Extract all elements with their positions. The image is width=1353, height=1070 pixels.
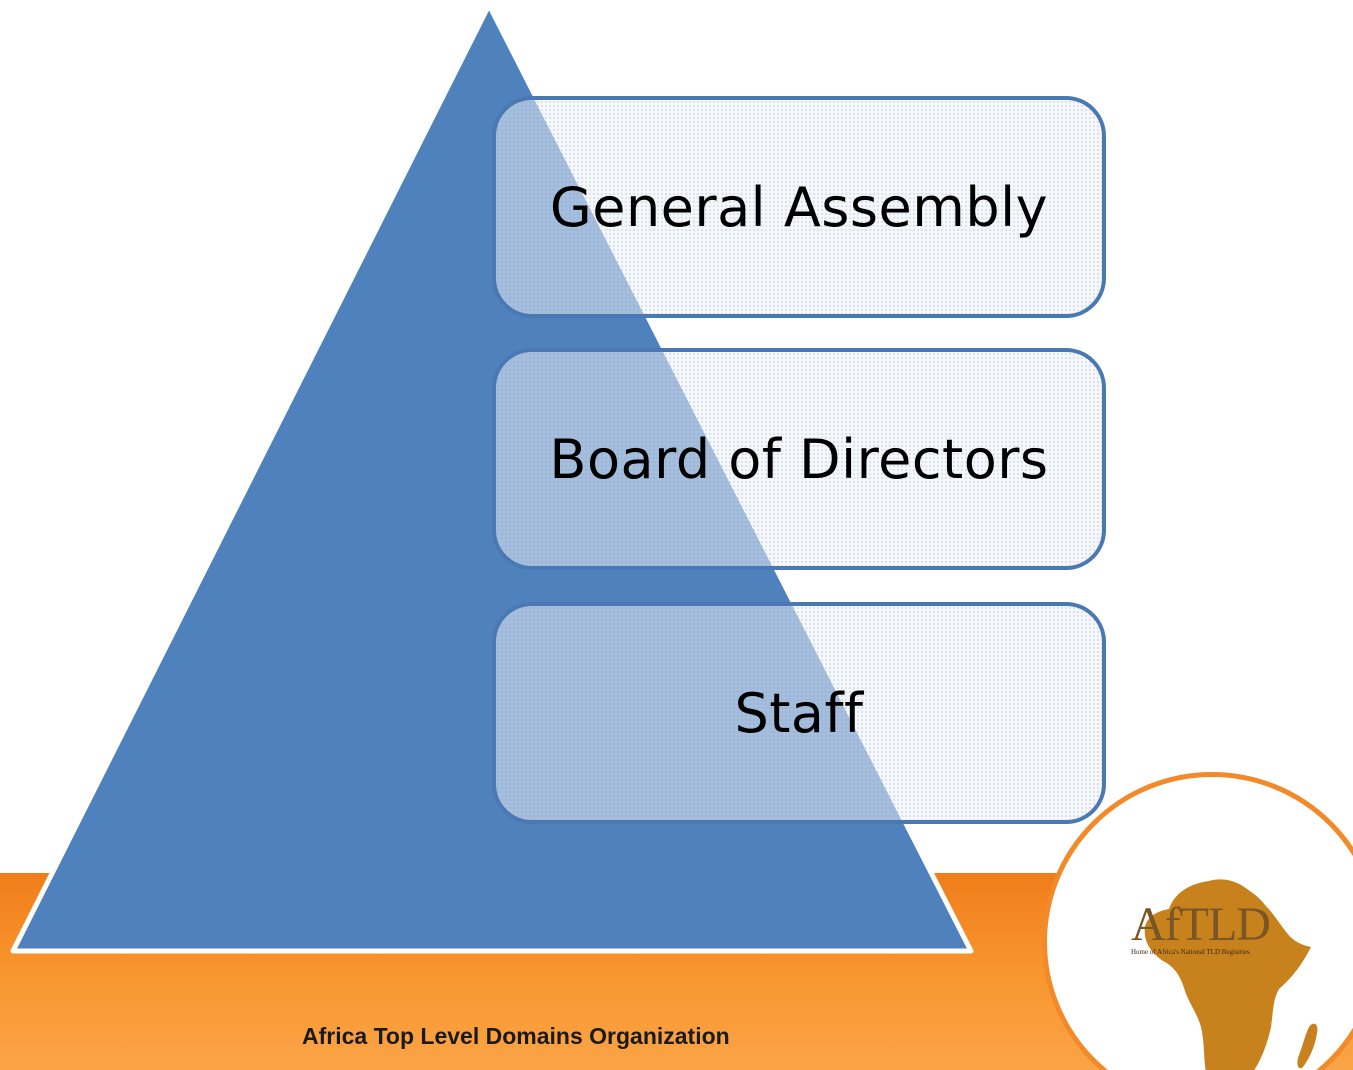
africa-map-icon	[1144, 879, 1318, 1070]
tier-box-staff: Staff	[492, 602, 1106, 824]
logo-title: AfTLD	[1131, 898, 1271, 951]
tier-box-general-assembly: General Assembly	[492, 96, 1106, 318]
tier-label: Board of Directors	[549, 427, 1049, 491]
tier-label: General Assembly	[549, 175, 1049, 239]
aftld-logo: AfTLD Home of Africa's National TLD Regi…	[1042, 772, 1353, 1070]
logo-tagline: Home of Africa's National TLD Registries	[1131, 948, 1250, 956]
tier-label: Staff	[734, 681, 864, 745]
organization-name: Africa Top Level Domains Organization	[302, 1023, 730, 1049]
tier-box-board-of-directors: Board of Directors	[492, 348, 1106, 570]
